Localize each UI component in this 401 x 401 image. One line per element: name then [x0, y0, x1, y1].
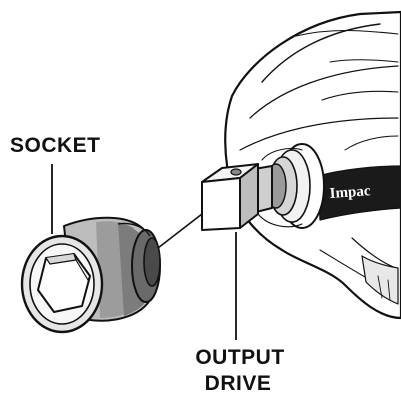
brand-band	[317, 165, 401, 221]
alignment-line	[157, 213, 203, 249]
socket	[20, 216, 161, 334]
impact-tool-body	[224, 10, 401, 320]
output-drive-anvil	[201, 163, 273, 231]
output-drive-label-line2: DRIVE	[205, 372, 272, 395]
socket-label: SOCKET	[10, 134, 101, 157]
output-drive-label-line1: OUTPUT	[195, 346, 284, 369]
tool-brand-text: Impac	[329, 183, 371, 202]
